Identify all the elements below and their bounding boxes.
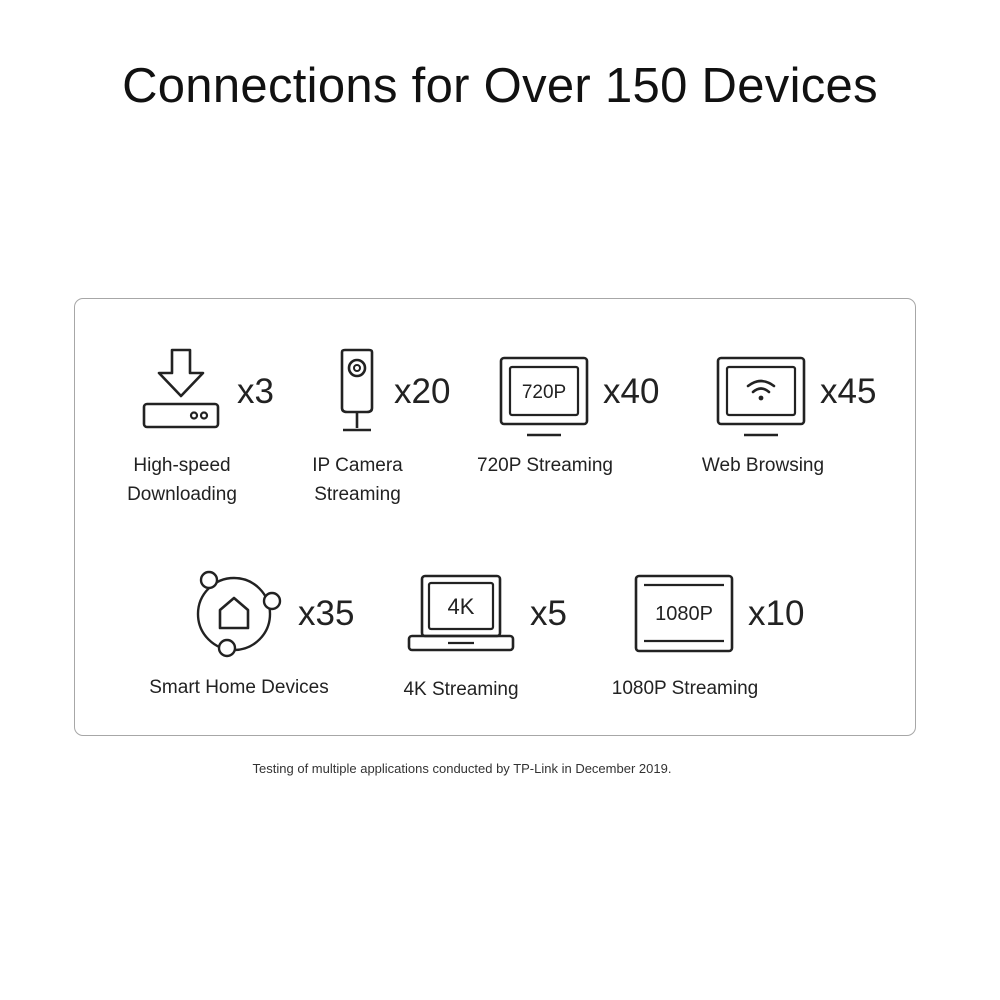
- item-count: x5: [530, 594, 567, 633]
- item-label-line1: 720P Streaming: [477, 455, 613, 476]
- item-count: x40: [603, 372, 660, 411]
- tv-1080p-icon: 1080P: [634, 574, 734, 653]
- tv-screen-text: 1080P: [655, 603, 713, 625]
- item-label-line1: 4K Streaming: [403, 679, 519, 700]
- laptop-screen-text: 4K: [448, 594, 475, 619]
- device-panel: [74, 298, 916, 736]
- item-count: x20: [394, 372, 451, 411]
- item-label-line1: Smart Home Devices: [149, 677, 329, 698]
- footnote: Testing of multiple applications conduct…: [252, 761, 672, 776]
- item-label-line1: 1080P Streaming: [611, 678, 759, 699]
- item-count: x45: [820, 372, 877, 411]
- download-icon: [142, 348, 220, 429]
- item-count: x35: [298, 594, 355, 633]
- monitor-720p-icon: 720P: [499, 356, 589, 437]
- item-count: x10: [748, 594, 805, 633]
- monitor-screen-text: 720P: [522, 382, 566, 403]
- item-label-line2: Streaming: [314, 484, 401, 505]
- smart-home-icon: [196, 570, 282, 658]
- page-title: Connections for Over 150 Devices: [122, 59, 878, 113]
- item-label-line1: High-speed: [133, 455, 231, 476]
- item-label-line1: Web Browsing: [701, 455, 825, 476]
- laptop-4k-icon: 4K: [407, 574, 515, 652]
- item-count: x3: [237, 372, 274, 411]
- item-label-line2: Downloading: [127, 484, 237, 505]
- ip-camera-icon: [340, 348, 374, 432]
- item-label-line1: IP Camera: [312, 455, 403, 476]
- wifi-icon: [746, 379, 776, 401]
- monitor-wifi-icon: [716, 356, 806, 437]
